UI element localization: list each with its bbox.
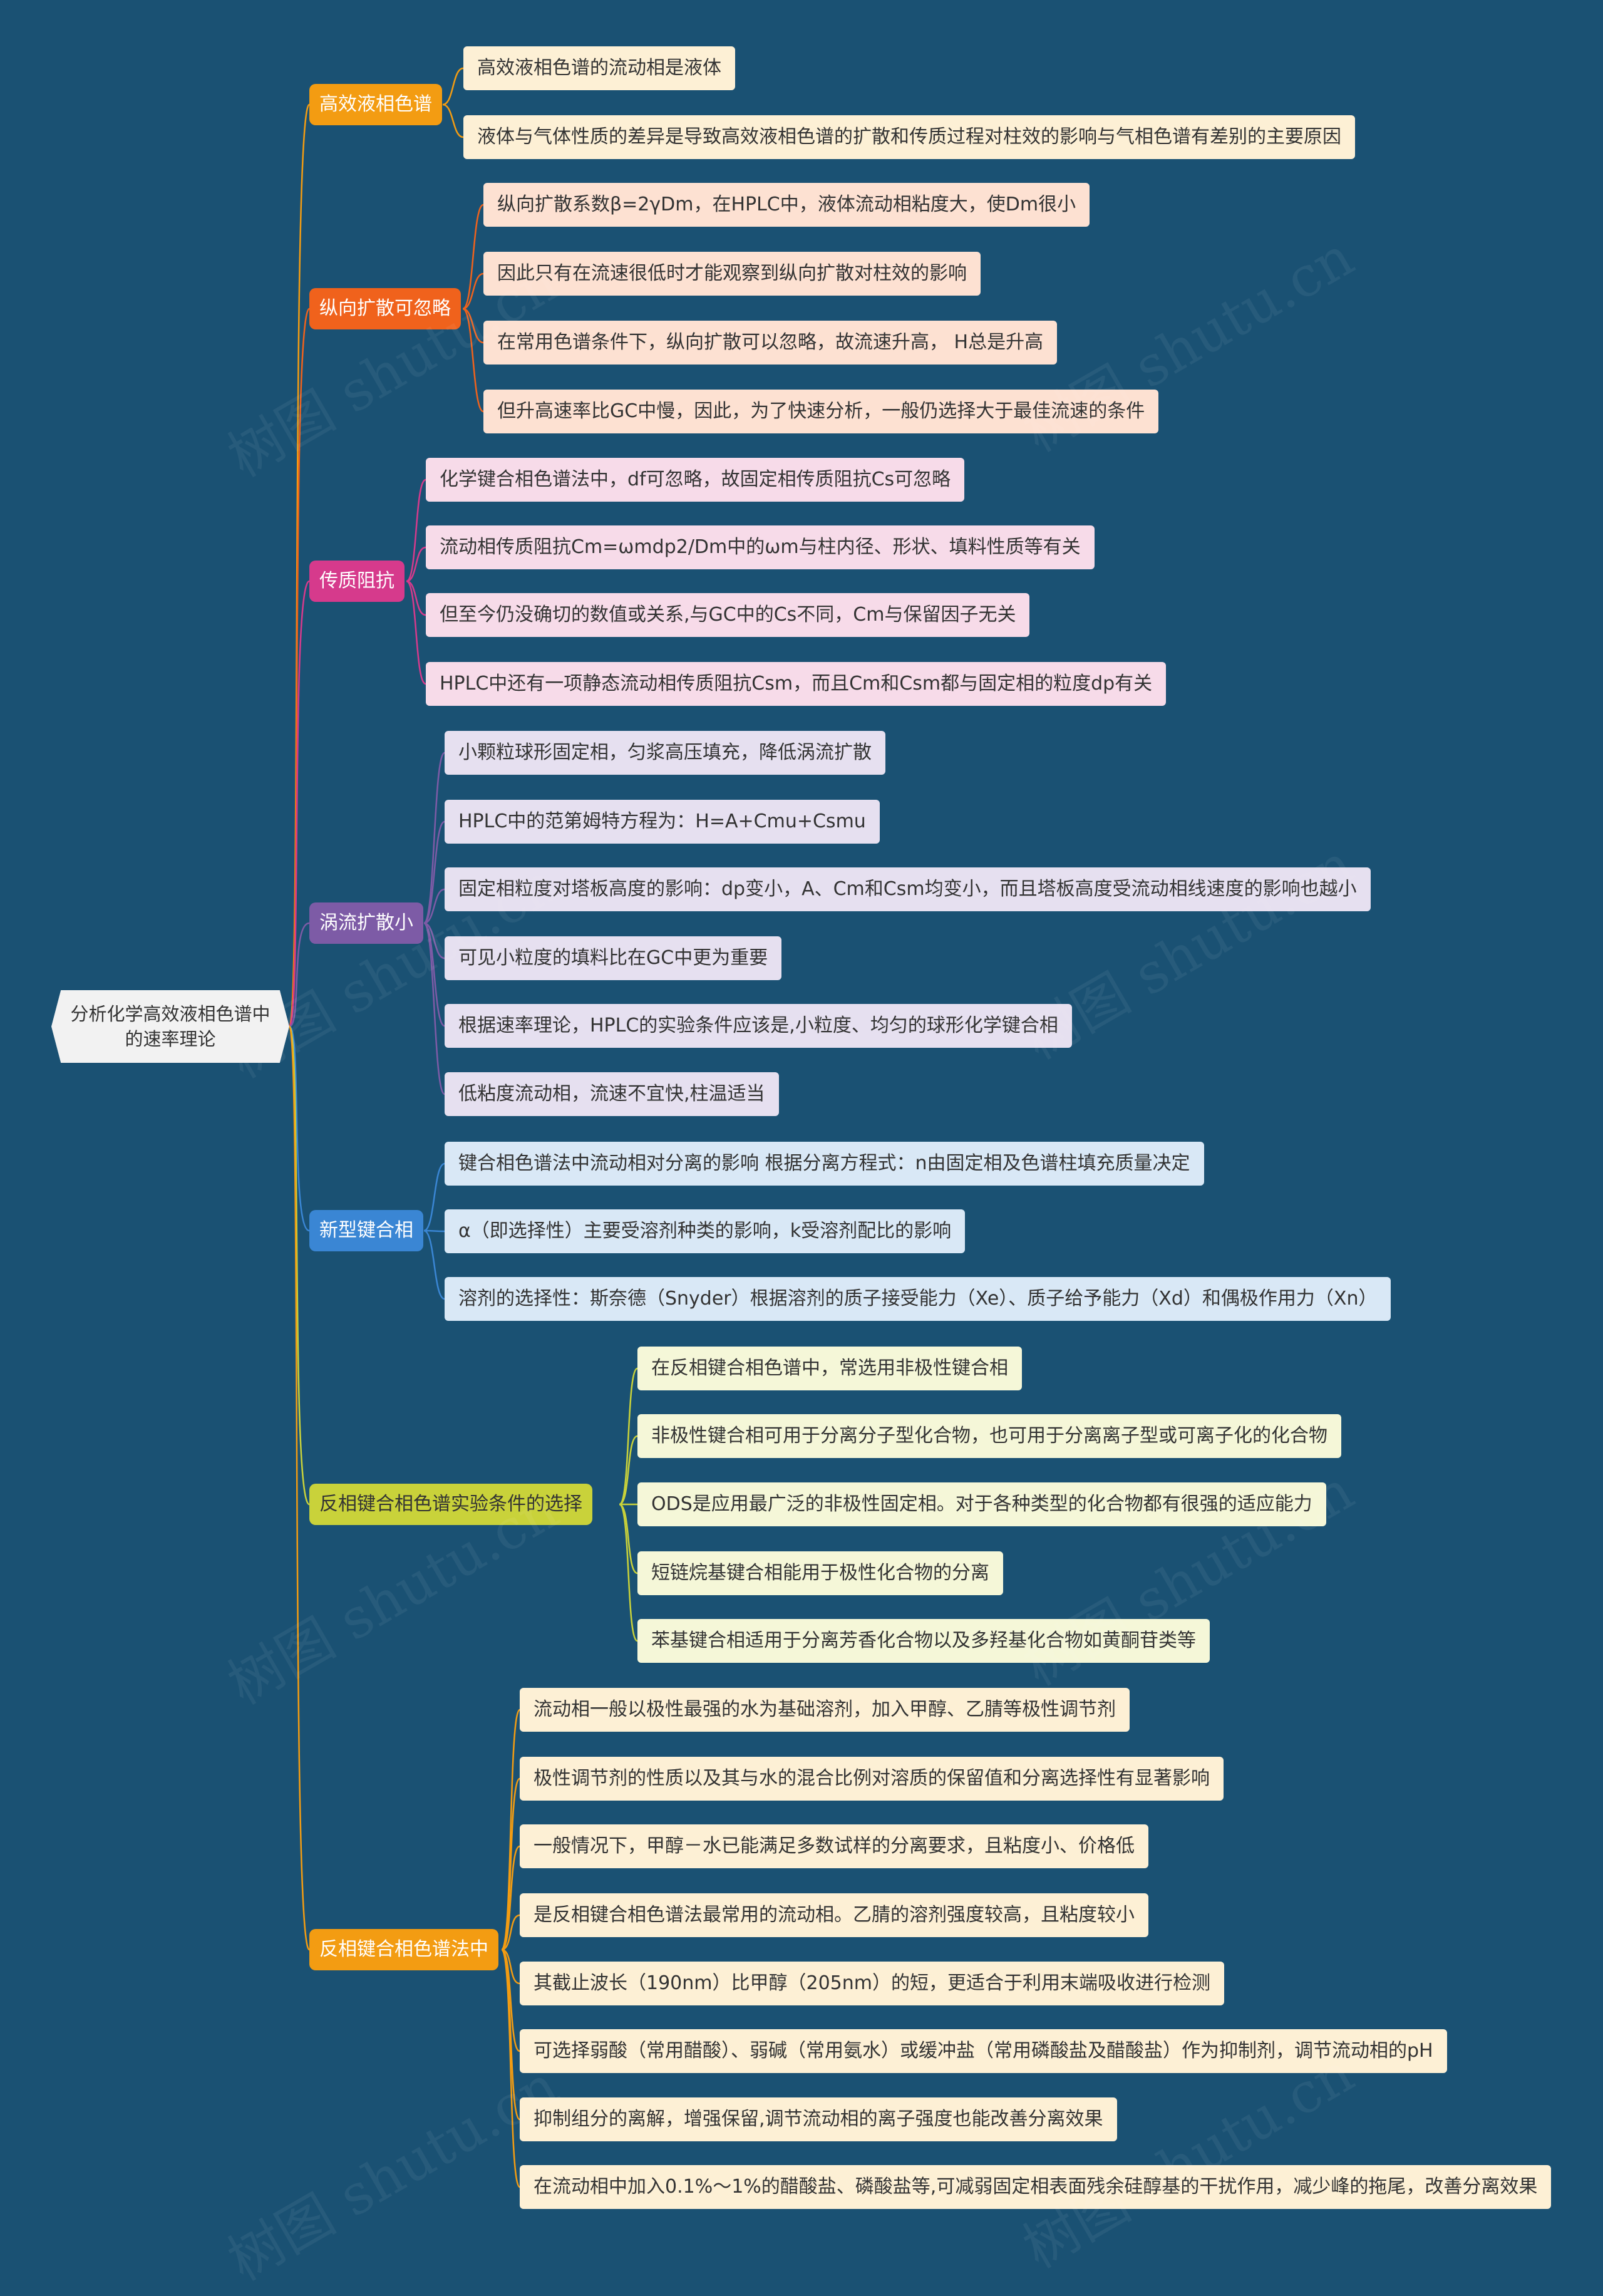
leaf-connector: [501, 1845, 520, 1951]
branch-topic-b5[interactable]: 新型键合相: [309, 1210, 423, 1251]
branch-topic-b2[interactable]: 纵向扩散可忽略: [309, 288, 461, 329]
leaf-connector: [501, 1948, 520, 1985]
leaf-topic[interactable]: 流动相一般以极性最强的水为基础溶剂，加入甲醇、乙腈等极性调节剂: [520, 1688, 1130, 1732]
branch-connector: [288, 1025, 310, 1232]
leaf-topic[interactable]: 键合相色谱法中流动相对分离的影响 根据分离方程式：n由固定相及色谱柱填充质量决定: [445, 1142, 1204, 1186]
leaf-topic[interactable]: 苯基键合相适用于分离芳香化合物以及多羟基化合物如黄酮苷类等: [637, 1619, 1210, 1663]
root-topic-line1: 分析化学高效液相色谱中: [70, 1003, 271, 1025]
leaf-topic[interactable]: 高效液相色谱的流动相是液体: [463, 46, 735, 90]
branch-connector: [288, 1025, 311, 1951]
leaf-topic[interactable]: 可见小粒度的填料比在GC中更为重要: [445, 936, 782, 980]
root-topic[interactable]: 分析化学高效液相色谱中 的速率理论: [51, 990, 289, 1063]
leaf-connector: [618, 1367, 639, 1506]
branch-topic-b7[interactable]: 反相键合相色谱法中: [309, 1929, 498, 1970]
leaf-topic[interactable]: 小颗粒球形固定相，匀浆高压填充，降低涡流扩散: [445, 731, 885, 775]
leaf-connector: [618, 1503, 639, 1642]
leaf-topic[interactable]: 在反相键合相色谱中，常选用非极性键合相: [637, 1347, 1022, 1390]
leaf-topic[interactable]: 在流动相中加入0.1%～1%的醋酸盐、磷酸盐等,可减弱固定相表面残余硅醇基的干扰…: [520, 2165, 1552, 2209]
leaf-connector: [423, 1229, 445, 1300]
leaf-connector: [619, 1503, 638, 1575]
leaf-connector: [406, 580, 426, 616]
leaf-connector: [423, 888, 445, 924]
leaf-topic[interactable]: 在常用色谱条件下，纵向扩散可以忽略，故流速升高， H总是升高: [483, 321, 1058, 365]
leaf-connector: [462, 308, 484, 413]
root-topic-line2: 的速率理论: [125, 1028, 216, 1050]
leaf-topic[interactable]: 根据速率理论，HPLC的实验条件应该是,小粒度、均匀的球形化学键合相: [445, 1004, 1072, 1048]
branch-topic-b6[interactable]: 反相键合相色谱实验条件的选择: [309, 1484, 592, 1525]
branch-connector: [288, 1025, 311, 1506]
leaf-topic[interactable]: 但升高速率比GC中慢，因此，为了快速分析，一般仍选择大于最佳流速的条件: [483, 390, 1159, 433]
branch-connector: [288, 580, 311, 1028]
leaf-topic[interactable]: 溶剂的选择性：斯奈德（Snyder）根据溶剂的质子接受能力（Xe）、质子给予能力…: [445, 1277, 1391, 1321]
leaf-topic[interactable]: 极性调节剂的性质以及其与水的混合比例对溶质的保留值和分离选择性有显著影响: [520, 1757, 1224, 1801]
leaf-topic[interactable]: 化学键合相色谱法中，df可忽略，故固定相传质阻抗Cs可忽略: [426, 458, 965, 502]
leaf-connector: [619, 1435, 638, 1506]
leaf-connector: [423, 1162, 445, 1232]
leaf-topic[interactable]: 固定相粒度对塔板高度的影响：dp变小，A、Cm和Csm均变小，而且塔板高度受流动…: [445, 867, 1371, 911]
leaf-connector: [462, 272, 484, 310]
leaf-connector: [462, 204, 484, 310]
leaf-topic[interactable]: α（即选择性）主要受溶剂种类的影响，k受溶剂配比的影响: [445, 1209, 966, 1253]
branch-connector: [288, 103, 311, 1028]
leaf-topic[interactable]: 非极性键合相可用于分离分子型化合物，也可用于分离离子型或可离子化的化合物: [637, 1414, 1341, 1458]
leaf-connector: [462, 308, 484, 344]
leaf-topic[interactable]: 因此只有在流速很低时才能观察到纵向扩散对柱效的影响: [483, 252, 981, 296]
leaf-topic[interactable]: 抑制组分的离解，增强保留,调节流动相的离子强度也能改善分离效果: [520, 2097, 1117, 2141]
leaf-topic[interactable]: 其截止波长（190nm）比甲醇（205nm）的短，更适合于利用末端吸收进行检测: [520, 1962, 1224, 2005]
leaf-topic[interactable]: 一般情况下，甲醇－水已能满足多数试样的分离要求，且粘度小、价格低: [520, 1824, 1148, 1868]
leaf-connector: [406, 546, 426, 582]
leaf-connector: [442, 103, 464, 138]
leaf-topic[interactable]: ODS是应用最广泛的非极性固定相。对于各种类型的化合物都有很强的适应能力: [637, 1482, 1326, 1526]
leaf-topic[interactable]: 可选择弱酸（常用醋酸）、弱碱（常用氨水）或缓冲盐（常用磷酸盐及醋酸盐）作为抑制剂…: [520, 2029, 1447, 2073]
branch-connector: [289, 922, 310, 1028]
leaf-topic[interactable]: HPLC中的范第姆特方程为：H=A+Cmu+Csmu: [445, 800, 880, 844]
branch-connector: [288, 308, 311, 1028]
leaf-topic[interactable]: 低粘度流动相，流速不宜快,柱温适当: [445, 1072, 779, 1116]
leaf-connector: [423, 922, 445, 959]
leaf-connector: [442, 67, 464, 106]
branch-topic-b1[interactable]: 高效液相色谱: [309, 84, 442, 125]
leaf-connector: [423, 820, 445, 924]
leaf-connector: [500, 1948, 521, 2188]
leaf-topic[interactable]: 流动相传质阻抗Cm=ωmdp2/Dm中的ωm与柱内径、形状、填料性质等有关: [426, 525, 1095, 569]
leaf-topic[interactable]: 但至今仍没确切的数值或关系,与GC中的Cs不同，Cm与保留因子无关: [426, 593, 1030, 637]
branch-topic-b3[interactable]: 传质阻抗: [309, 561, 405, 602]
leaf-topic[interactable]: 纵向扩散系数β=2γDm，在HPLC中，液体流动相粘度大，使Dm很小: [483, 183, 1090, 227]
leaf-topic[interactable]: HPLC中还有一项静态流动相传质阻抗Csm，而且Cm和Csm都与固定相的粒度dp…: [426, 662, 1167, 706]
leaf-connector: [501, 1914, 520, 1951]
leaf-connector: [423, 752, 446, 924]
branch-topic-b4[interactable]: 涡流扩散小: [309, 902, 423, 944]
leaf-connector: [406, 580, 426, 685]
leaf-topic[interactable]: 是反相键合相色谱法最常用的流动相。乙腈的溶剂强度较高，且粘度较小: [520, 1893, 1148, 1937]
leaf-connector: [500, 1709, 521, 1951]
leaf-connector: [423, 922, 446, 1095]
leaf-topic[interactable]: 短链烷基键合相能用于极性化合物的分离: [637, 1551, 1003, 1595]
leaf-topic[interactable]: 液体与气体性质的差异是导致高效液相色谱的扩散和传质过程对柱效的影响与气相色谱有差…: [463, 115, 1355, 159]
leaf-connector: [406, 478, 426, 582]
leaf-connector: [423, 922, 445, 1027]
leaf-connector: [500, 1777, 521, 1951]
